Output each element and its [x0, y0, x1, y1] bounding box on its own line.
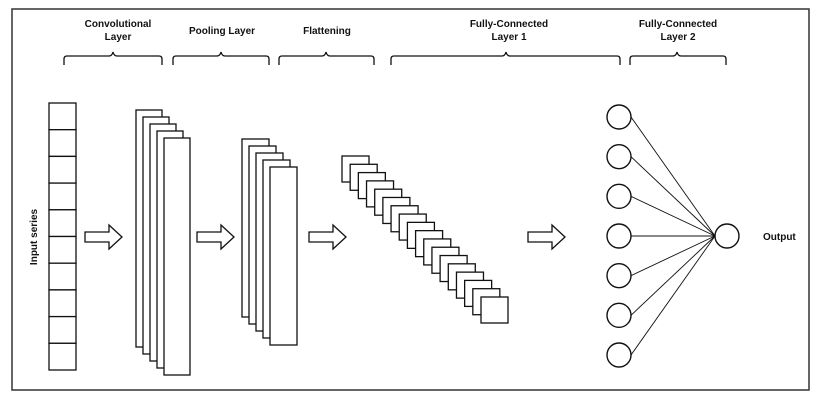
input-series-column: [48, 102, 77, 371]
pooling-feature-maps: [241, 138, 298, 346]
connection-line: [630, 235, 716, 277]
label-input-series: Input series: [29, 209, 40, 266]
flattened-unit: [480, 296, 509, 324]
label-fc2-line2: Layer 2: [660, 32, 695, 43]
input-cell: [48, 129, 77, 158]
pool-feature-map: [269, 166, 298, 346]
fc-connections: [630, 116, 716, 356]
connection-line: [630, 195, 716, 237]
label-convolutional-line2: Layer: [105, 32, 132, 43]
input-cell: [48, 342, 77, 371]
header-braces: [63, 51, 727, 65]
input-cell: [48, 289, 77, 318]
label-fc1-line2: Layer 1: [491, 32, 526, 43]
connection-line: [630, 235, 716, 316]
label-flattening: Flattening: [303, 26, 351, 37]
input-cell: [48, 262, 77, 291]
label-convolutional-line1: Convolutional: [85, 19, 152, 30]
input-cell: [48, 155, 77, 184]
input-cell: [48, 102, 77, 131]
label-output: Output: [763, 232, 796, 243]
fc2-neuron: [606, 183, 632, 210]
arrow-right-icon: [84, 223, 123, 251]
fc2-neuron: [606, 223, 632, 249]
fc2-neuron: [606, 262, 632, 289]
brace-fc2: [629, 51, 727, 65]
brace-pooling: [172, 51, 270, 65]
input-cell: [48, 209, 77, 238]
arrow-right-icon: [527, 223, 566, 251]
output-neuron: [714, 223, 740, 249]
brace-convolutional: [63, 51, 163, 65]
input-cell: [48, 315, 77, 344]
fc2-neurons: [606, 104, 632, 368]
label-fc2-line1: Fully-Connected: [639, 19, 717, 30]
diagram-frame: [11, 8, 810, 391]
connection-line: [630, 116, 716, 237]
brace-fc1: [390, 51, 621, 65]
input-cell: [48, 235, 77, 264]
arrow-right-icon: [308, 223, 347, 251]
input-cell: [48, 182, 77, 211]
connection-line: [630, 156, 716, 237]
label-pooling-layer: Pooling Layer: [189, 26, 255, 37]
connection-line: [630, 235, 716, 356]
conv-feature-map: [163, 137, 191, 376]
fc2-neuron: [606, 342, 632, 368]
flattened-units: [341, 155, 509, 324]
convolutional-feature-maps: [135, 109, 191, 376]
arrow-right-icon: [196, 223, 235, 251]
fc2-neuron: [606, 143, 632, 170]
fc2-neuron: [606, 104, 632, 130]
fc2-neuron: [606, 302, 632, 329]
label-fc1-line1: Fully-Connected: [470, 19, 548, 30]
brace-flattening: [278, 51, 375, 65]
stage-arrows: [84, 223, 566, 251]
